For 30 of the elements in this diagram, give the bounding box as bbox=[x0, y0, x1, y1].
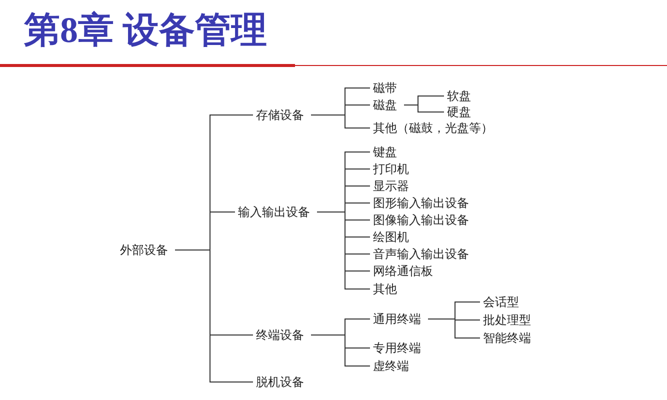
tree-item-label: 通用终端 bbox=[373, 312, 421, 326]
tree-item-label: 网络通信板 bbox=[373, 264, 433, 278]
tree-item-label: 硬盘 bbox=[447, 105, 471, 119]
tree-item-label: 虚终端 bbox=[373, 359, 409, 373]
tree-item-label: 磁带 bbox=[373, 81, 397, 95]
tree-connector bbox=[310, 334, 370, 366]
tree-connector bbox=[404, 104, 444, 112]
tree-item-label: 终端设备 bbox=[256, 328, 304, 342]
tree-item-label: 输入输出设备 bbox=[238, 205, 310, 219]
tree-connector bbox=[428, 318, 480, 338]
tree-item-label: 音声输入输出设备 bbox=[373, 247, 469, 261]
tree-item-label: 其他 bbox=[373, 282, 397, 296]
tree-item-label: 智能终端 bbox=[483, 331, 531, 345]
tree-item-label: 存储设备 bbox=[256, 108, 304, 122]
tree-item-label: 外部设备 bbox=[120, 243, 168, 257]
tree-item-label: 键盘 bbox=[373, 145, 397, 159]
tree-item-label: 专用终端 bbox=[373, 341, 421, 355]
tree-item-label: 打印机 bbox=[373, 162, 409, 176]
tree-connector bbox=[310, 114, 370, 128]
tree-item-label: 绘图机 bbox=[373, 230, 409, 244]
tree-item-label: 软盘 bbox=[447, 89, 471, 103]
tree-item-label: 图形输入输出设备 bbox=[373, 196, 469, 210]
tree-connector bbox=[174, 250, 254, 382]
slide-title: 第8章 设备管理 bbox=[24, 9, 267, 52]
tree-item-label: 会话型 bbox=[483, 295, 519, 309]
tree-item-label: 显示器 bbox=[373, 179, 409, 193]
tree-item-label: 脱机设备 bbox=[256, 375, 304, 389]
tree-item-label: 图像输入输出设备 bbox=[373, 213, 469, 227]
tree-item-label: 批处理型 bbox=[483, 313, 531, 327]
tree-item-label: 磁盘 bbox=[373, 98, 397, 112]
